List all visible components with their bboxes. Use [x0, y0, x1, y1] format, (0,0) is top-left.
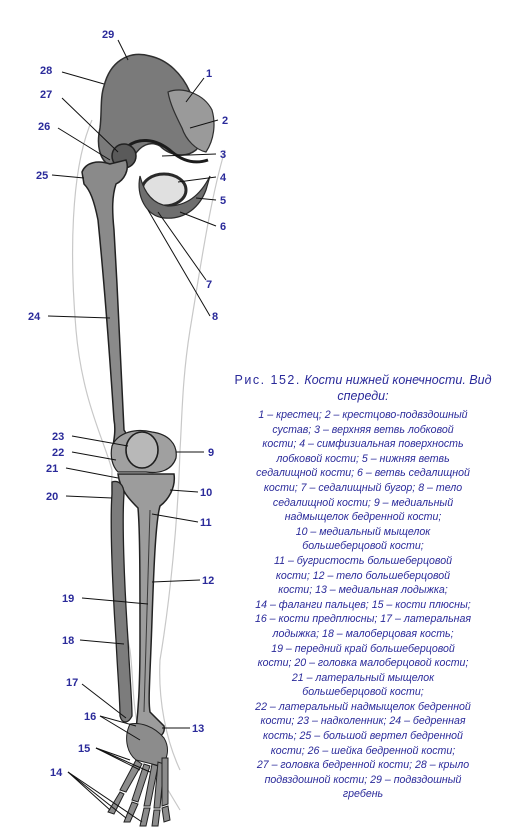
label-23: 23 [52, 431, 64, 443]
figure-number: Рис. 152. [234, 373, 301, 387]
caption-title-line: Рис. 152. Кости нижней конечности. Вид с… [226, 372, 500, 404]
label-1: 1 [206, 68, 212, 80]
figure-caption: Рис. 152. Кости нижней конечности. Вид с… [226, 372, 500, 802]
caption-line: надмыщелок бедренной кости; [284, 511, 442, 524]
caption-line: кости; 4 – симфизиальная поверхность [262, 438, 464, 451]
pelvis [97, 53, 215, 219]
label-16: 16 [84, 711, 96, 723]
leader-lines [47, 39, 219, 823]
caption-line: 27 – головка бедренной кости; 28 – крыло [256, 759, 470, 772]
caption-line: кость; 25 – большой вертел бедренной [263, 730, 463, 743]
caption-line: кости; 12 – тело большеберцовой [275, 569, 451, 582]
label-2: 2 [222, 115, 228, 127]
label-24: 24 [28, 311, 41, 323]
label-21: 21 [46, 463, 58, 475]
caption-line: 1 – крестец; 2 – крестцово-подвздошный [258, 409, 468, 421]
caption-line: седалищной кости; 9 – медиальный [272, 496, 454, 509]
label-6: 6 [220, 221, 226, 233]
label-4: 4 [220, 172, 227, 184]
caption-line: 11 – бугристость большеберцовой [274, 554, 452, 567]
label-25: 25 [36, 170, 48, 182]
leg-outline [71, 119, 226, 811]
patella [125, 431, 159, 469]
caption-line: 21 – латеральный мыщелок [291, 671, 435, 684]
caption-line: кости; 23 – надколенник; 24 – бедренная [260, 715, 466, 728]
caption-line: седалищной кости; 6 – ветвь седалищной [256, 467, 470, 480]
label-9: 9 [208, 447, 214, 459]
caption-line: кости; 13 – медиальная лодыжка; [278, 584, 448, 597]
part-labels: 29 28 27 26 25 1 2 3 4 5 6 7 8 24 23 22 … [28, 29, 228, 779]
label-3: 3 [220, 149, 226, 161]
label-26: 26 [38, 121, 50, 133]
label-5: 5 [220, 195, 226, 207]
label-10: 10 [200, 487, 212, 499]
caption-line: большеберцовой кости; [302, 540, 424, 553]
caption-line: подвздошной кости; 29 – подвздошный [264, 773, 462, 786]
caption-line: кости; 20 – головка малоберцовой кости; [257, 657, 469, 670]
label-17: 17 [66, 677, 78, 689]
caption-line: 19 – передний край большеберцовой [271, 642, 455, 655]
label-18: 18 [62, 635, 74, 647]
label-13: 13 [192, 723, 204, 735]
caption-line: лобковой кости; 5 – нижняя ветвь [276, 452, 450, 465]
caption-line: кости; 7 – седалищный бугор; 8 – тело [263, 481, 463, 494]
caption-line: 10 – медиальный мыщелок [295, 525, 431, 538]
caption-line: 14 – фаланги пальцев; 15 – кости плюсны; [255, 598, 471, 611]
label-8: 8 [212, 311, 218, 323]
caption-line: 22 – латеральный надмыщелок бедренной [255, 700, 471, 713]
label-12: 12 [202, 575, 214, 587]
label-15: 15 [78, 743, 90, 755]
caption-line: кости; 26 – шейка бедренной кости; [270, 744, 456, 757]
label-29: 29 [102, 29, 114, 41]
label-11: 11 [200, 517, 212, 529]
label-22: 22 [52, 447, 64, 459]
label-27: 27 [40, 89, 52, 101]
label-7: 7 [206, 279, 212, 291]
caption-legend: 1 – крестец; 2 – крестцово-подвздошный су… [226, 408, 500, 802]
caption-title: Кости нижней конечности. Вид спереди: [304, 373, 492, 403]
caption-line: сустав; 3 – верхняя ветвь лобковой [272, 423, 454, 436]
caption-line: лодыжка; 18 – малоберцовая кость; [272, 627, 454, 640]
label-19: 19 [62, 593, 74, 605]
label-20: 20 [46, 491, 58, 503]
caption-line: 16 – кости предплюсны; 17 – латеральная [254, 613, 472, 626]
label-28: 28 [40, 65, 52, 77]
label-14: 14 [50, 767, 63, 779]
caption-line: гребень [342, 788, 384, 801]
caption-line: большеберцовой кости; [302, 686, 424, 699]
